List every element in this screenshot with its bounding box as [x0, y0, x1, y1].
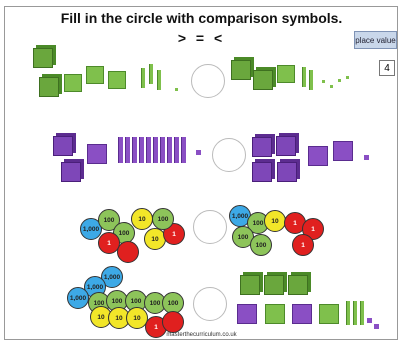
one-coin: 1: [292, 234, 314, 256]
one-unit: [367, 318, 372, 323]
hundred-flat: [64, 74, 82, 92]
answer-circle-1[interactable]: [191, 64, 225, 98]
one-unit: [196, 150, 201, 155]
thousand-cube: [61, 162, 81, 182]
ten-rod: [149, 64, 153, 84]
one-coin: [162, 311, 184, 333]
hundred-flat: [292, 304, 312, 324]
worksheet-title: Fill in the circle with comparison symbo…: [0, 10, 403, 26]
one-unit: [374, 324, 379, 329]
answer-circle-3[interactable]: [193, 210, 227, 244]
comparison-symbols: > = <: [0, 30, 403, 46]
ten-coin: 10: [264, 210, 286, 232]
thousand-cube: [33, 48, 53, 68]
one-unit: [322, 80, 325, 83]
place-value-button[interactable]: place value: [354, 31, 397, 49]
footer-credit: masterthecurriculum.co.uk: [0, 332, 403, 338]
hundred-coin: 100: [152, 208, 174, 230]
ten-rod: [139, 137, 144, 163]
hundred-flat: [86, 66, 104, 84]
hundred-coin: 100: [250, 234, 272, 256]
thousand-cube: [53, 136, 73, 156]
answer-circle-4[interactable]: [193, 287, 227, 321]
hundred-flat: [319, 304, 339, 324]
ten-rod: [346, 301, 350, 325]
thousand-cube: [264, 275, 284, 295]
thousand-cube: [240, 275, 260, 295]
thousand-cube: [231, 60, 251, 80]
ten-rod: [160, 137, 165, 163]
one-unit: [330, 85, 333, 88]
one-coin: [117, 241, 139, 263]
ten-rod: [167, 137, 172, 163]
ten-rod: [118, 137, 123, 163]
ten-rod: [157, 70, 161, 90]
one-unit: [364, 155, 369, 160]
answer-circle-2[interactable]: [212, 138, 246, 172]
thousand-cube: [252, 137, 272, 157]
thousand-cube: [276, 136, 296, 156]
ten-rod: [141, 68, 145, 88]
hundred-flat: [108, 71, 126, 89]
ten-rod: [309, 70, 313, 90]
hundred-flat: [333, 141, 353, 161]
hundred-flat: [277, 65, 295, 83]
ten-rod: [360, 301, 364, 325]
question-number: 4: [379, 60, 395, 76]
hundred-flat: [237, 304, 257, 324]
one-unit: [175, 88, 178, 91]
ten-rod: [132, 137, 137, 163]
thousand-cube: [277, 162, 297, 182]
one-unit: [346, 76, 349, 79]
hundred-flat: [87, 144, 107, 164]
ten-rod: [146, 137, 151, 163]
ten-coin: 10: [131, 208, 153, 230]
ten-rod: [153, 137, 158, 163]
one-unit: [338, 79, 341, 82]
thousand-cube: [253, 70, 273, 90]
thousand-cube: [288, 275, 308, 295]
ten-rod: [125, 137, 130, 163]
thousand-coin: 1,000: [67, 287, 89, 309]
ten-rod: [353, 301, 357, 325]
hundred-flat: [265, 304, 285, 324]
thousand-cube: [252, 162, 272, 182]
ten-rod: [174, 137, 179, 163]
hundred-flat: [308, 146, 328, 166]
ten-rod: [302, 67, 306, 87]
ten-rod: [181, 137, 186, 163]
thousand-cube: [39, 77, 59, 97]
